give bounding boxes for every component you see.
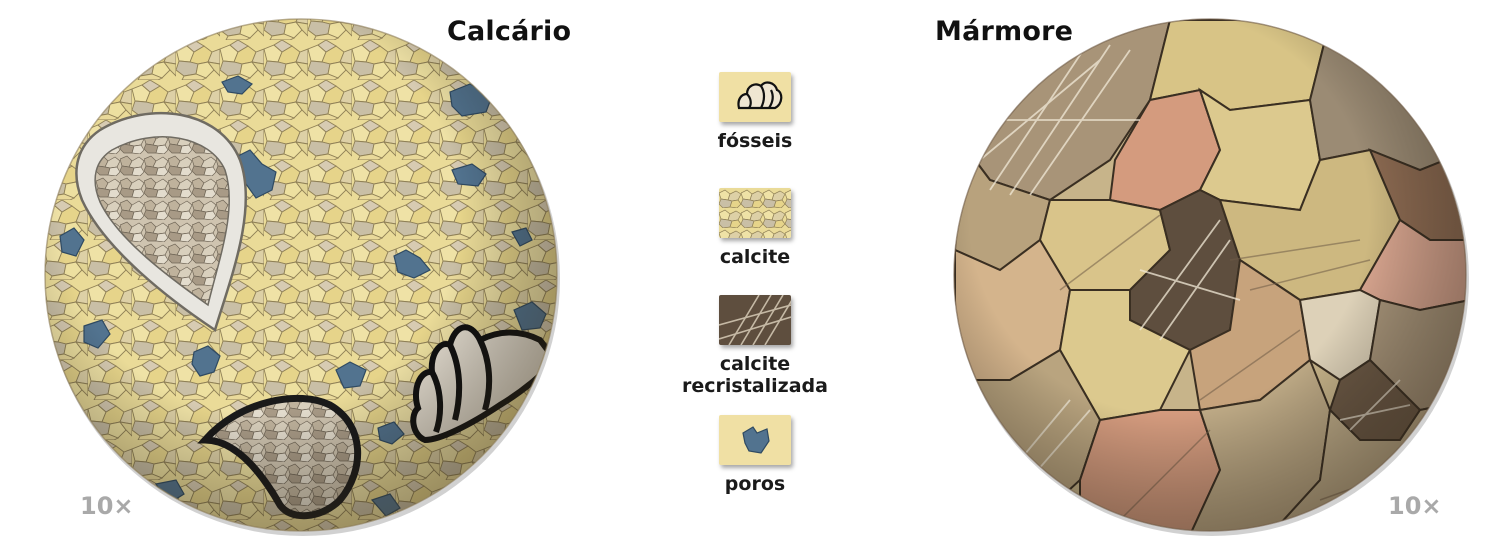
legend-item-fossils: fósseis: [655, 72, 855, 152]
limestone-title: Calcário: [447, 16, 572, 47]
legend-item-calcite: calcite: [655, 188, 855, 268]
marble-panel: Mármore 10×: [900, 0, 1495, 547]
legend-label-fossils: fósseis: [717, 130, 793, 152]
calcite-texture-icon: [719, 188, 791, 238]
marble-title: Mármore: [935, 16, 1074, 47]
legend-item-pores: poros: [655, 415, 855, 495]
marble-micrograph: [953, 18, 1469, 536]
recrystallized-calcite-texture-icon: [719, 295, 791, 345]
legend-label-recrystallized-calcite: calcite recristalizada: [682, 353, 828, 397]
pore-icon: [719, 415, 791, 465]
marble-magnification: 10×: [1388, 492, 1442, 520]
legend-label-pores: poros: [724, 473, 786, 495]
limestone-magnification: 10×: [80, 492, 134, 520]
fossil-shell-icon: [719, 72, 791, 122]
legend-label-calcite: calcite: [719, 246, 791, 268]
limestone-panel: Calcário 10×: [0, 0, 600, 547]
legend-item-recrystallized-calcite: calcite recristalizada: [655, 295, 855, 397]
limestone-micrograph: [44, 18, 560, 536]
